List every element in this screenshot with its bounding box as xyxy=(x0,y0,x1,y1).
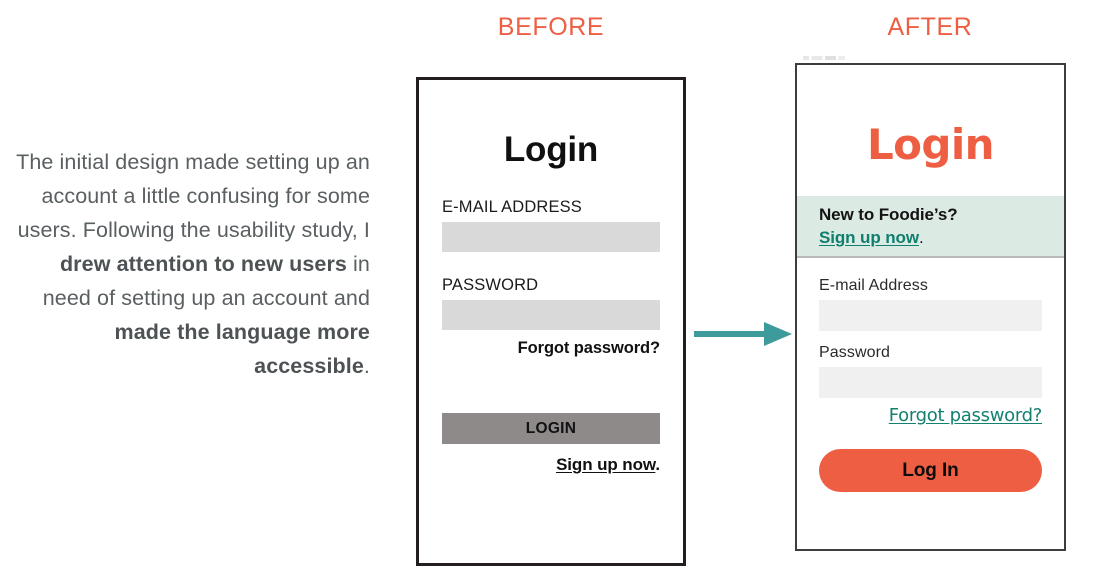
after-login-button[interactable]: Log In xyxy=(819,449,1042,492)
narrative-segment-2: in need of setting up an account and xyxy=(42,252,370,310)
before-password-label: PASSWORD xyxy=(442,276,539,294)
case-study-narrative: The initial design made setting up an ac… xyxy=(8,145,370,383)
form-spacer xyxy=(819,331,1042,344)
scan-artifact xyxy=(803,56,845,60)
after-email-label: E-mail Address xyxy=(819,277,928,294)
narrative-segment-3: made the language more accessible xyxy=(114,320,370,378)
narrative-segment-0: The initial design made setting up an ac… xyxy=(16,150,370,242)
before-login-title: Login xyxy=(503,130,599,169)
after-banner-signup-line[interactable]: Sign up now. xyxy=(819,228,1064,248)
before-column-header: BEFORE xyxy=(497,13,605,41)
before-signup-period: . xyxy=(655,455,660,474)
after-password-label: Password xyxy=(819,344,891,361)
before-email-label: E-MAIL ADDRESS xyxy=(442,198,582,216)
before-phone-mockup: Login E-MAIL ADDRESS PASSWORD Forgot pas… xyxy=(416,77,686,566)
transition-arrow-icon xyxy=(694,322,792,346)
before-signup-line[interactable]: Sign up now. xyxy=(442,455,660,475)
after-form: E-mail Address Password Forgot password?… xyxy=(819,277,1042,492)
after-forgot-password-link[interactable]: Forgot password? xyxy=(888,405,1043,426)
form-spacer xyxy=(442,252,660,276)
after-signup-period: . xyxy=(918,228,924,247)
narrative-segment-4: . xyxy=(363,354,370,378)
after-password-input[interactable] xyxy=(819,367,1042,398)
after-banner-question: New to Foodie’s? xyxy=(819,205,958,224)
after-column-header: AFTER xyxy=(887,13,973,41)
after-login-title: Login xyxy=(867,120,995,169)
after-phone-mockup: Login New to Foodie’s? Sign up now. E-ma… xyxy=(795,63,1066,551)
before-login-button[interactable]: LOGIN xyxy=(442,413,660,444)
after-email-input[interactable] xyxy=(819,300,1042,331)
after-signup-link[interactable]: Sign up now xyxy=(819,228,919,247)
narrative-segment-1: drew attention to new users xyxy=(59,252,347,276)
before-signup-link[interactable]: Sign up now xyxy=(556,455,656,474)
before-forgot-password-link[interactable]: Forgot password? xyxy=(517,339,660,357)
before-password-input[interactable] xyxy=(442,300,660,330)
new-user-banner: New to Foodie’s? Sign up now. xyxy=(797,196,1064,258)
before-email-input[interactable] xyxy=(442,222,660,252)
before-form: E-MAIL ADDRESS PASSWORD Forgot password?… xyxy=(442,198,660,475)
